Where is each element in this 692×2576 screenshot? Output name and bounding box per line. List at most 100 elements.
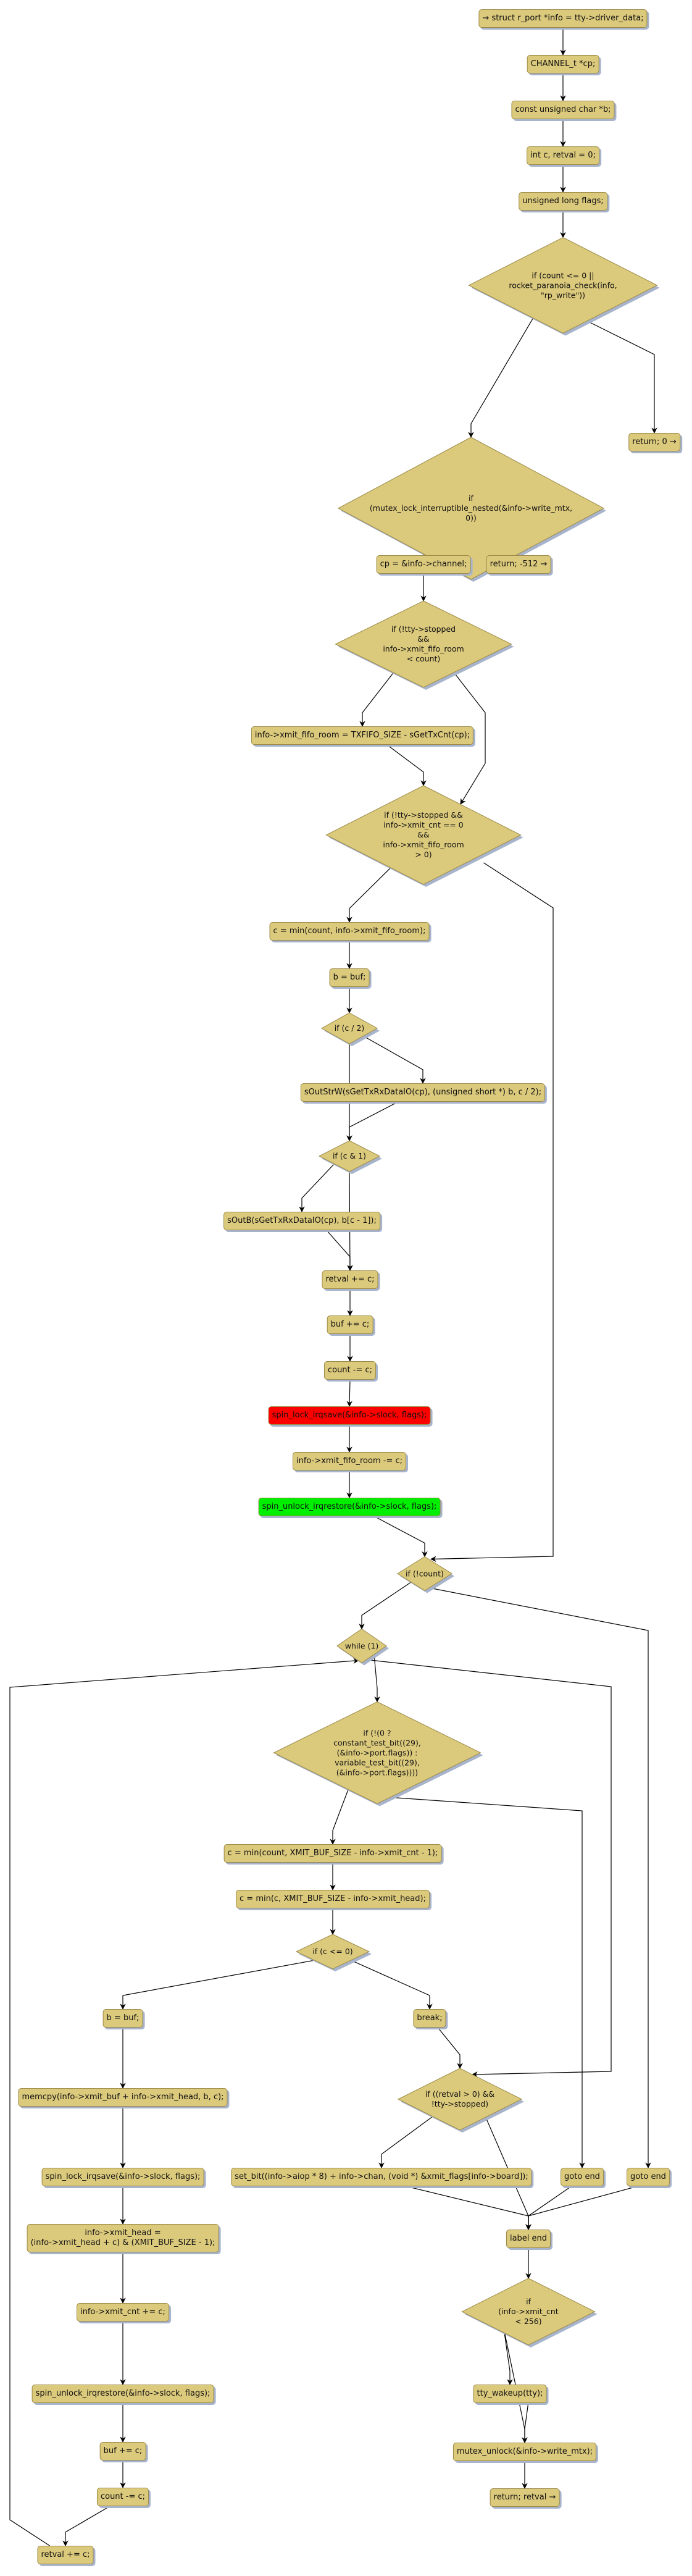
statement-node: b = buf; — [329, 968, 370, 987]
node-label: goto end — [630, 2172, 666, 2181]
statement-node: retval += c; — [322, 1270, 378, 1289]
flow-edge — [120, 1960, 315, 2010]
diamond-shape — [337, 437, 606, 582]
flow-edge — [525, 2186, 638, 2230]
flow-edge — [525, 2186, 572, 2230]
node-label: if ((retval > 0) && !tty->stopped) — [425, 2089, 495, 2108]
node-label: set_bit((info->aiop * 8) + info->chan, (… — [235, 2172, 528, 2181]
flow-edge — [359, 1582, 412, 1630]
node-label: memcpy(info->xmit_buf + info->xmit_head,… — [22, 2092, 224, 2102]
diamond-shape — [397, 2068, 524, 2133]
decision-node: if (!(0 ? constant_test_bit((29), (&info… — [273, 1701, 483, 1806]
node-label: mutex_unlock(&info->write_mtx); — [456, 2447, 593, 2456]
diamond-shape — [273, 1701, 483, 1806]
diamond-shape — [325, 785, 523, 887]
flow-edge — [62, 2506, 110, 2546]
node-label: while (1) — [344, 1641, 379, 1650]
node-label: const unsigned char *b; — [515, 105, 611, 114]
diamond-shape — [397, 1556, 454, 1593]
flow-edge — [363, 1035, 426, 1084]
decision-node: if (c & 1) — [318, 1140, 382, 1174]
node-label: b = buf; — [106, 2013, 140, 2023]
decision-node: if ((retval > 0) && !tty->stopped) — [397, 2068, 524, 2133]
statement-node: info->xmit_fifo_room -= c; — [293, 1452, 406, 1471]
node-label: info->xmit_fifo_room -= c; — [296, 1456, 402, 1466]
flow-edge — [522, 2402, 529, 2443]
node-label: sOutB(sGetTxRxDataIO(cp), b[c - 1]); — [227, 1216, 377, 1225]
diamond-shape — [461, 2278, 598, 2347]
node-label: if (c / 2) — [334, 1023, 365, 1033]
statement-node: return; retval → — [490, 2488, 560, 2507]
statement-node: buf += c; — [99, 2442, 146, 2461]
decision-node: if (info->xmit_cnt < 256) — [461, 2278, 598, 2347]
flow-edge — [326, 1230, 353, 1271]
statement-node: return; -512 → — [486, 555, 551, 574]
statement-node: buf += c; — [327, 1315, 373, 1334]
node-label: int c, retval = 0; — [530, 151, 596, 160]
decision-node: if (!tty->stopped && info->xmit_fifo_roo… — [335, 600, 514, 690]
node-label: if (!tty->stopped && info->xmit_fifo_roo… — [383, 624, 464, 663]
flow-edge — [430, 1587, 651, 2168]
decision-node: if (count <= 0 || rocket_paranoia_check(… — [468, 237, 660, 336]
node-label: if (!count) — [406, 1569, 444, 1578]
decision-node: if (mutex_lock_interruptible_nested(&inf… — [337, 437, 606, 582]
statement-node: count -= c; — [323, 1361, 377, 1380]
node-label: info->xmit_cnt += c; — [80, 2307, 165, 2317]
diamond-shape — [295, 1934, 372, 1971]
diamond-shape — [335, 600, 514, 690]
diamond-shape — [320, 1012, 380, 1046]
lock-statement-node: spin_lock_irqsave(&info->slock, flags); — [268, 1406, 431, 1425]
statement-node: const unsigned char *b; — [511, 101, 615, 119]
node-label: c = min(count, info->xmit_fifo_room); — [273, 926, 426, 936]
flow-edge — [406, 2186, 532, 2230]
node-label: spin_unlock_irqrestore(&info->slock, fla… — [35, 2389, 211, 2398]
statement-node: label end — [506, 2230, 551, 2248]
node-label: spin_lock_irqsave(&info->slock, flags); — [45, 2172, 201, 2181]
flow-edge — [346, 1101, 399, 1141]
node-label: CHANNEL_t *cp; — [530, 59, 596, 69]
node-label: count -= c; — [327, 1366, 373, 1375]
flow-edge — [386, 744, 427, 786]
diamond-shape — [318, 1140, 382, 1174]
statement-node: sOutStrW(sGetTxRxDataIO(cp), (unsigned s… — [300, 1083, 546, 1102]
statement-node: int c, retval = 0; — [527, 146, 599, 165]
node-label: c = min(count, XMIT_BUF_SIZE - info->xmi… — [227, 1848, 438, 1858]
flow-edge — [503, 2328, 513, 2385]
decision-node: if (!tty->stopped && info->xmit_cnt == 0… — [325, 785, 523, 887]
node-label: if (!tty->stopped && info->xmit_cnt == 0… — [383, 810, 464, 859]
statement-node: sOutB(sGetTxRxDataIO(cp), b[c - 1]); — [223, 1212, 380, 1230]
node-label: break; — [417, 2013, 443, 2023]
statement-node: CHANNEL_t *cp; — [527, 55, 599, 73]
node-label: label end — [509, 2234, 548, 2243]
flow-edge — [378, 2114, 436, 2168]
flow-edge — [351, 1960, 433, 2010]
node-label: info->xmit_head = (info->xmit_head + c) … — [30, 2228, 215, 2247]
statement-node: retval += c; — [37, 2546, 94, 2564]
node-label: cp = &info->channel; — [380, 560, 467, 569]
node-label: return; retval → — [493, 2493, 556, 2502]
node-label: spin_unlock_irqrestore(&info->slock, fla… — [262, 1502, 437, 1511]
flow-edge — [373, 1654, 380, 1703]
node-label: tty_wakeup(tty); — [477, 2389, 543, 2398]
statement-node: → struct r_port *info = tty->driver_data… — [478, 9, 648, 28]
flow-edge — [9, 1658, 359, 2546]
node-label: spin_lock_irqsave(&info->slock, flags); — [272, 1411, 427, 1420]
node-label: → struct r_port *info = tty->driver_data… — [482, 14, 644, 23]
flow-edge — [346, 1379, 352, 1407]
node-label: buf += c; — [103, 2446, 143, 2456]
node-label: return; 0 → — [632, 437, 677, 447]
statement-node: count -= c; — [96, 2488, 149, 2506]
node-label: if (mutex_lock_interruptible_nested(&inf… — [369, 493, 573, 522]
flow-edge — [330, 1778, 353, 1845]
statement-node: c = min(count, XMIT_BUF_SIZE - info->xmi… — [223, 1844, 442, 1863]
decision-node: if (!count) — [397, 1556, 454, 1593]
node-label: if (c <= 0) — [312, 1947, 353, 1956]
statement-node: return; 0 → — [628, 433, 680, 451]
statement-node: info->xmit_head = (info->xmit_head + c) … — [27, 2224, 219, 2252]
node-label: goto end — [564, 2172, 600, 2181]
node-label: retval += c; — [325, 1275, 375, 1284]
statement-node: mutex_unlock(&info->write_mtx); — [452, 2443, 597, 2461]
decision-node: if (c / 2) — [320, 1012, 380, 1046]
node-label: retval += c; — [41, 2550, 90, 2559]
node-label: sOutStrW(sGetTxRxDataIO(cp), (unsigned s… — [304, 1088, 542, 1097]
